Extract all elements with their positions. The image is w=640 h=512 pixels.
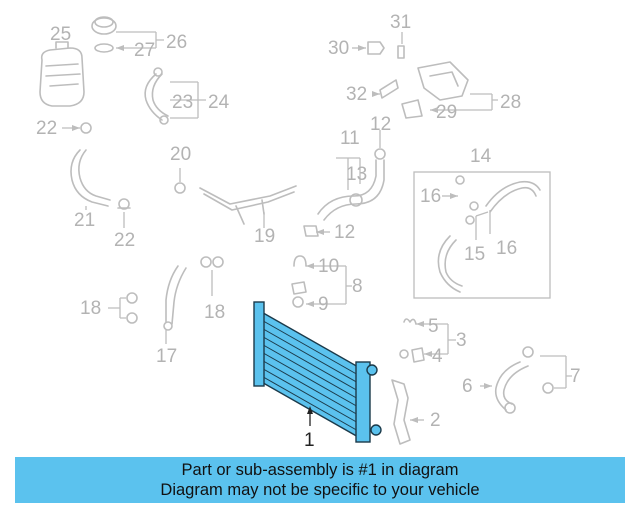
sub-assembly-box [413,171,551,299]
callout-7: 7 [570,366,581,387]
callout-21: 21 [74,210,95,231]
reservoir-cap-part [91,16,117,53]
gasket-part [379,79,423,119]
coolant-reservoir-part [39,41,85,107]
sensor-part [367,41,405,59]
callout-20: 20 [170,144,191,165]
upper-hose-part [144,67,169,125]
callout-15: 15 [464,244,485,265]
callout-27: 27 [134,40,155,61]
drain-plug-part [399,318,425,363]
callout-11: 11 [340,128,360,149]
bracket-part [391,379,411,445]
callout-8: 8 [352,276,363,297]
thermostat-hose-part [317,148,386,221]
coolant-pipe-part [199,185,297,225]
callout-12-top: 12 [370,114,391,135]
banner-line-1: Part or sub-assembly is #1 in diagram [181,461,459,479]
hose-fittings-part [291,255,307,308]
callout-18-left: 18 [80,298,101,319]
callout-16-right: 16 [496,238,517,259]
callout-25: 25 [50,24,71,45]
clamp-part [117,198,131,210]
hose-clip-part [303,225,319,237]
callout-14: 14 [470,146,492,167]
callout-12-bottom: 12 [334,222,355,243]
callout-31: 31 [390,12,411,33]
heater-hose-part [437,175,541,293]
callout-26: 26 [166,32,187,53]
callout-19: 19 [254,226,275,247]
callout-9: 9 [318,294,329,315]
callout-6: 6 [462,376,473,397]
callout-4: 4 [432,346,443,367]
callout-28: 28 [500,92,521,113]
callout-17: 17 [156,346,177,367]
clip-part [174,182,186,194]
bleeder-hose-part [70,122,111,207]
callout-24: 24 [208,92,230,113]
radiator-assembly [253,301,382,443]
radiator-hose-part [494,346,554,414]
callout-22-right: 22 [114,230,135,251]
callout-1: 1 [304,430,315,451]
banner-line-2: Diagram may not be specific to your vehi… [160,481,480,499]
coolant-flange-part [417,61,469,101]
parts-diagram: 1 2 3 4 5 6 7 8 9 10 11 12 12 13 14 15 1… [36,12,581,451]
hose-clamps-part [126,256,224,324]
callout-13: 13 [346,164,367,185]
lower-hose-part [163,265,187,331]
callout-18-right: 18 [204,302,225,323]
info-banner: Part or sub-assembly is #1 in diagram Di… [15,457,625,503]
callout-22-left: 22 [36,118,57,139]
callout-30: 30 [328,38,349,59]
callout-32: 32 [346,84,367,105]
callout-5: 5 [428,316,439,337]
callout-16-left: 16 [420,186,441,207]
callout-23: 23 [172,92,193,113]
callout-10: 10 [318,256,339,277]
callout-3: 3 [456,330,467,351]
callout-29: 29 [436,102,457,123]
callout-2: 2 [430,410,441,431]
